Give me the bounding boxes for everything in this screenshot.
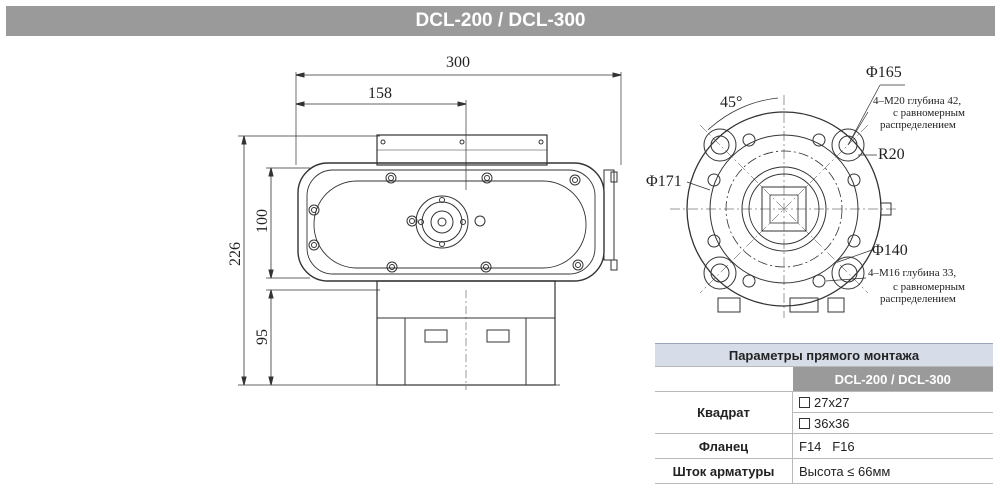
table-cell: 36x36 [792,412,993,434]
table-row-label: Квадрат [655,391,793,434]
mounting-parameters-table: Параметры прямого монтажа DCL-200 / DCL-… [655,343,993,484]
table-column-header: DCL-200 / DCL-300 [792,366,993,392]
table-row-label: Шток арматуры [655,458,793,484]
dim-base-label: 95 [254,329,271,345]
table-cell: F14 F16 [792,433,993,459]
diameter-140-label: Φ140 [872,242,908,259]
table-cell: Высота ≤ 66мм [792,458,993,484]
diameter-171-label: Φ171 [646,173,682,190]
table-cell-value: 27x27 [814,394,850,410]
angle-label: 45° [720,94,742,111]
m16-note-line2: с равномерным [893,281,965,293]
dim-half-label: 158 [368,85,392,102]
table-row-label: Фланец [655,433,793,459]
radius-20-label: R20 [878,146,905,163]
dim-body-label: 100 [254,209,271,233]
square-icon [799,396,810,408]
table-cell: 27x27 [792,391,993,413]
m20-note-line1: 4–M20 глубина 42, [873,95,961,107]
dim-height-label: 226 [227,242,244,266]
diameter-165-label: Φ165 [866,64,902,81]
m16-note-line3: распределением [880,293,956,305]
table-corner-cell [655,366,793,392]
dim-width-label: 300 [446,54,470,71]
m16-note-line1: 4–M16 глубина 33, [868,267,956,279]
m20-note-line3: распределением [880,119,956,131]
page-title: DCL-200 / DCL-300 [6,6,995,36]
table-cell-value: 36x36 [814,415,850,431]
square-icon [799,417,810,429]
table-title: Параметры прямого монтажа [655,343,993,367]
m20-note-line2: с равномерным [893,107,965,119]
